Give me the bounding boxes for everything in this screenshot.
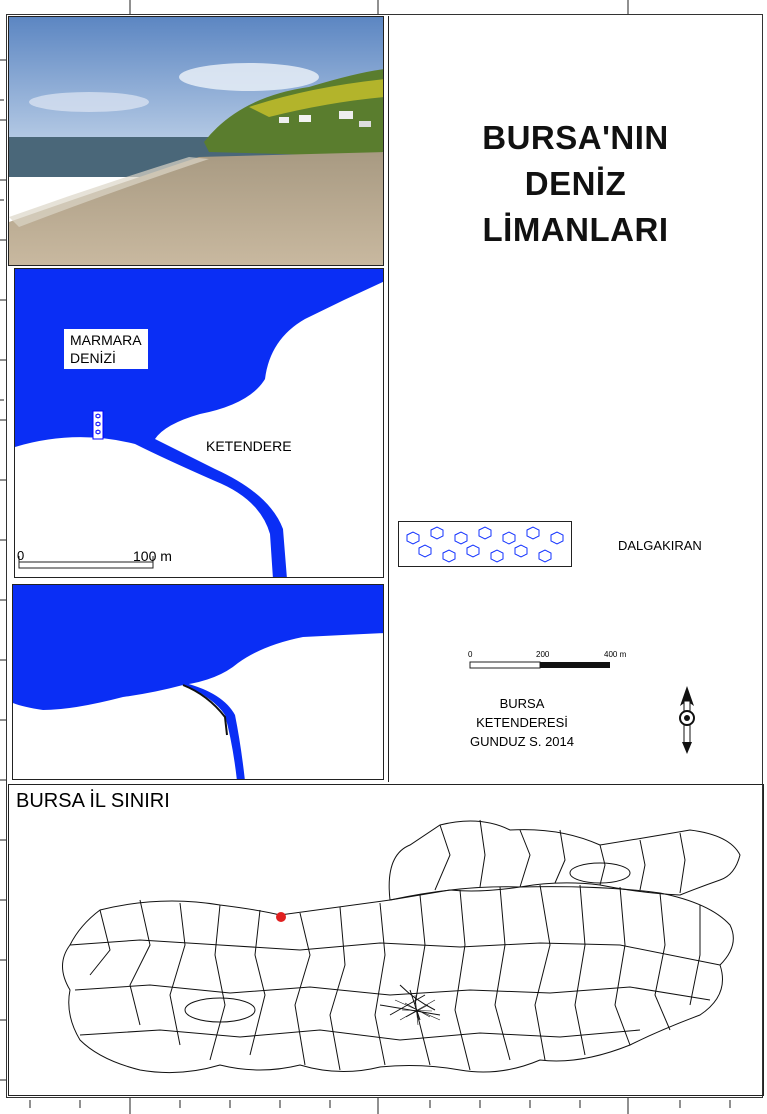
province-outline-map [62,819,741,1074]
credit-line2: KETENDERESİ [476,715,568,730]
map-credit: BURSA KETENDERESİ GUNDUZ S. 2014 [452,694,592,751]
map1-scale-end: 100 m [133,548,172,564]
map1-scalebar [18,556,154,569]
beach-photo [8,16,384,266]
title-line2: DENİZ [524,165,627,202]
province-map-title: BURSA İL SINIRI [16,790,170,812]
breakwater-legend-swatch [398,521,572,567]
title-line1: BURSA'NIN [482,119,669,156]
ketendere-detail-map [14,268,384,578]
sea-area-overview [13,585,383,710]
location-marker [276,912,286,922]
river-label: KETENDERE [206,438,292,454]
ketendere-overview-map [12,584,384,780]
credit-line1: BURSA [499,696,545,711]
credit-line3: GUNDUZ S. 2014 [469,734,575,749]
breakwater-marker [92,410,104,440]
page-title: BURSA'NIN DENİZ LİMANLARI [388,115,763,253]
sea-area [15,269,383,577]
sea-label-line2: DENİZİ [70,350,116,366]
map-frame [6,14,763,1098]
scalebar-tick-200: 200 [536,650,550,659]
province-map-panel [8,784,764,1096]
scalebar-tick-0: 0 [468,650,473,659]
title-panel [388,16,763,782]
breakwater-legend-label: DALGAKIRAN [618,538,702,553]
sea-label: MARMARA DENİZİ [64,329,148,369]
main-scalebar [469,661,610,669]
sea-label-line1: MARMARA [70,332,142,348]
north-arrow-icon [679,686,695,754]
map1-scale-start: 0 [17,548,25,563]
title-line3: LİMANLARI [482,211,669,248]
scalebar-tick-400: 400 m [604,650,627,659]
